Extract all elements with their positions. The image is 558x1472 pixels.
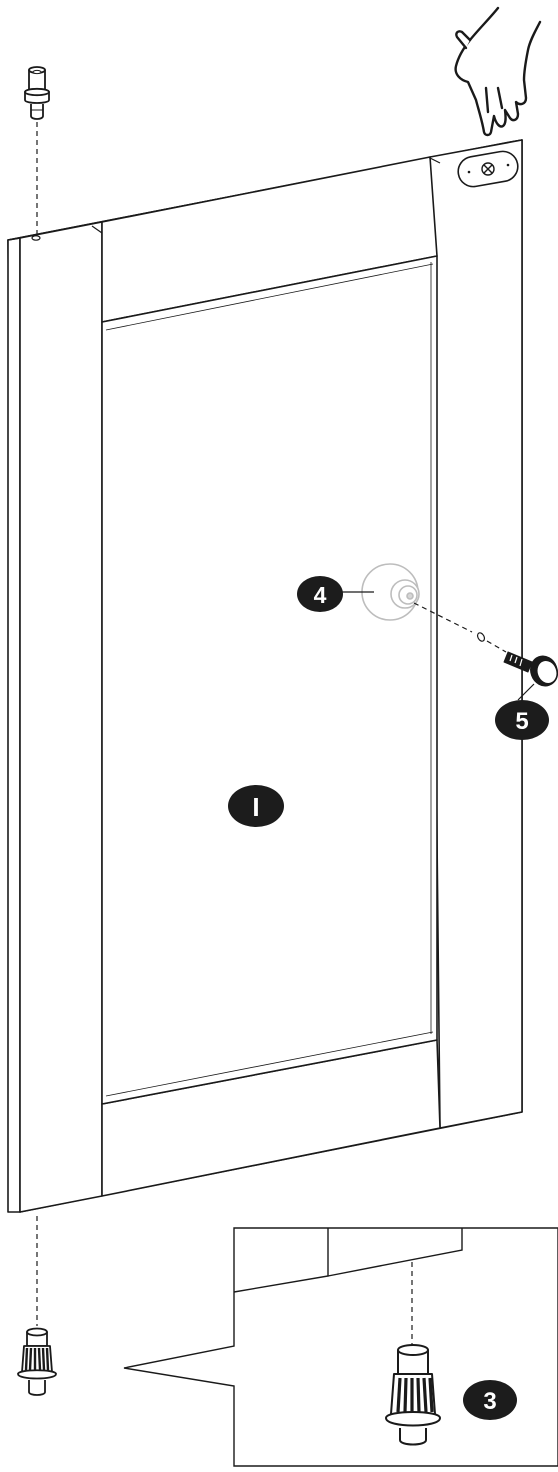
callout-label-bottom-pivot-pin: 3 <box>483 1388 496 1415</box>
callout-label-knob-backplate: 4 <box>314 582 327 608</box>
callout-badge-bottom-pivot-pin: 3 <box>463 1380 517 1420</box>
top-pivot-hole <box>32 236 40 240</box>
detail-callout-box <box>124 1228 558 1466</box>
door-panel <box>8 140 522 1212</box>
center-panel <box>102 256 437 1104</box>
left-stile <box>20 222 102 1212</box>
top-pivot-pin-icon <box>25 67 49 119</box>
bottom-pivot-pin-icon <box>18 1329 56 1396</box>
pointing-hand-icon <box>456 8 540 135</box>
callout-label-knob-screw: 5 <box>515 708 528 735</box>
door-left-edge <box>8 238 20 1212</box>
right-stile <box>430 140 522 1128</box>
callout-badge-door-panel: I <box>228 785 284 827</box>
callout-label-door-panel: I <box>252 792 259 822</box>
